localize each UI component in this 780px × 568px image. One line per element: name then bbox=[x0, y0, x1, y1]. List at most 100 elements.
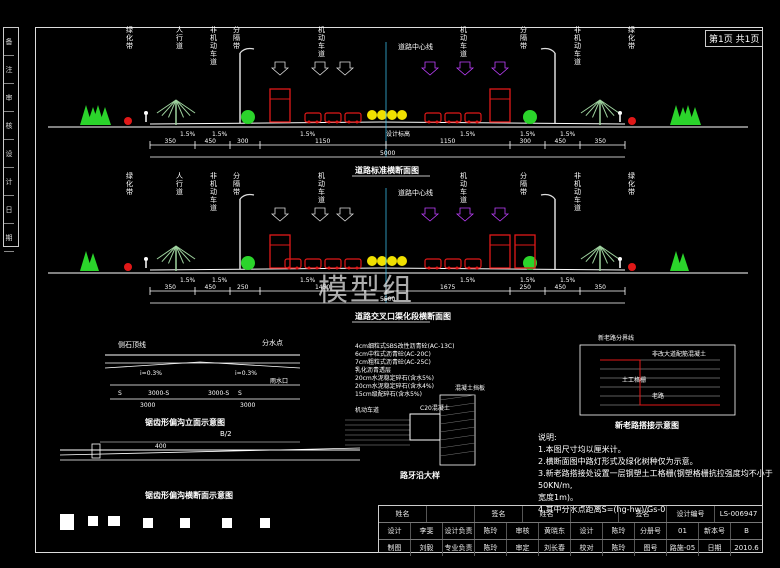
dimension-label: 350 bbox=[165, 138, 177, 145]
detail-label: 机动车道 bbox=[355, 406, 379, 414]
palm-tree bbox=[580, 99, 620, 125]
mask-block bbox=[88, 516, 98, 526]
section-label: 非 bbox=[574, 25, 581, 34]
section-label: 非 bbox=[210, 25, 217, 34]
road-surface-left bbox=[149, 121, 381, 125]
section-label: 车 bbox=[574, 195, 581, 204]
slope-label: 1.5% bbox=[460, 277, 476, 284]
palm-frond bbox=[156, 245, 177, 260]
palm-frond bbox=[168, 245, 177, 264]
hatch bbox=[439, 426, 476, 433]
title-block-cell: LS-006947 bbox=[719, 510, 758, 518]
flower-shrub bbox=[628, 263, 636, 271]
flower-shrub bbox=[124, 263, 132, 271]
title-block-cell: 日期 bbox=[699, 540, 731, 556]
section-label: 隔 bbox=[233, 179, 240, 188]
car-wheel bbox=[475, 120, 479, 124]
detail-label: i=0.3% bbox=[140, 370, 162, 377]
section-label: 绿 bbox=[126, 25, 133, 34]
title-block-cell: 路施-05 bbox=[667, 540, 699, 556]
section-label: 车 bbox=[210, 195, 217, 204]
section-label: 化 bbox=[126, 33, 133, 42]
car-wheel bbox=[347, 120, 351, 124]
detail-title: 锯齿形偏沟横断面示意图 bbox=[145, 490, 233, 500]
car-wheel bbox=[307, 266, 311, 270]
lane-arrow bbox=[335, 207, 355, 222]
title-block-cell: 新本号 bbox=[699, 523, 731, 539]
strip-cell: 审 bbox=[4, 84, 14, 112]
car-wheel bbox=[355, 120, 359, 124]
hatch bbox=[439, 394, 476, 401]
geogrid-line bbox=[600, 359, 720, 406]
title-block-cell: 姓名 bbox=[523, 506, 571, 522]
notes-list: 1.本图尺寸均以厘米计。2.横断面图中路灯形式及绿化树种仅为示意。3.新老路搭接… bbox=[538, 444, 780, 516]
mask-block bbox=[180, 518, 190, 528]
section-label: 车 bbox=[574, 49, 581, 58]
total-dimension-label: 5000 bbox=[380, 150, 395, 157]
pavement-layer-label: 乳化沥青透层 bbox=[355, 366, 391, 374]
title-block-cell: 黄晓东 bbox=[539, 523, 571, 539]
section-label: 绿 bbox=[126, 171, 133, 180]
hatch bbox=[439, 402, 476, 409]
car-wheel bbox=[315, 266, 319, 270]
detail-label: 老路 bbox=[652, 392, 664, 400]
slope-label: 1.5% bbox=[300, 277, 316, 284]
section-label: 带 bbox=[233, 188, 240, 196]
tree-crown bbox=[677, 253, 689, 271]
slope-label: 1.5% bbox=[212, 277, 228, 284]
car-wheel bbox=[447, 266, 451, 270]
car-wheel bbox=[295, 266, 299, 270]
title-block-cell: 制图 bbox=[379, 540, 411, 556]
section-label: 车 bbox=[318, 41, 325, 50]
dimension-label: 1450 bbox=[315, 284, 330, 291]
bus-icon bbox=[269, 88, 291, 123]
lane-arrow bbox=[420, 207, 440, 222]
tree bbox=[682, 105, 701, 125]
car-wheel bbox=[455, 266, 459, 270]
detail-label: 雨水口 bbox=[270, 377, 288, 385]
bus-icon bbox=[489, 234, 511, 269]
section-label: 道 bbox=[176, 41, 183, 50]
pavement-layer-label: 20cm水泥稳定碎石(含水4%) bbox=[355, 382, 434, 390]
section-label: 分 bbox=[233, 25, 240, 34]
section-label: 带 bbox=[520, 42, 527, 50]
lamp-arm bbox=[540, 47, 556, 54]
palm-frond bbox=[599, 99, 608, 118]
car-wheel bbox=[327, 266, 331, 270]
dimension-label: 350 bbox=[165, 284, 177, 291]
pavement-layer-label: 4cm细粒式SBS改性沥青砼(AC-13C) bbox=[355, 342, 454, 350]
title-block-cell: 分册号 bbox=[635, 523, 667, 539]
section-label: 化 bbox=[126, 179, 133, 188]
section-label: 道 bbox=[176, 187, 183, 196]
car-wheel bbox=[287, 266, 291, 270]
dimension-label: S bbox=[118, 390, 122, 397]
tree-crown bbox=[689, 107, 701, 125]
section-label: 带 bbox=[628, 42, 635, 50]
palm-frond bbox=[175, 245, 184, 264]
dimension-label: 400 bbox=[155, 443, 167, 450]
center-median-plant bbox=[387, 110, 397, 120]
palm-tree bbox=[580, 245, 620, 271]
pavement-layer-label: 6cm中粒式沥青砼(AC-20C) bbox=[355, 350, 431, 358]
dimension-label: 300 bbox=[237, 138, 249, 145]
watermark: 模型组 bbox=[318, 273, 414, 308]
detail-label: 土工格栅 bbox=[622, 376, 646, 384]
tree bbox=[80, 251, 99, 271]
car-wheel bbox=[427, 120, 431, 124]
bus-icon bbox=[514, 234, 536, 269]
title-block-cell: 2010.6 bbox=[734, 544, 759, 552]
car-icon bbox=[324, 258, 342, 269]
notes-heading: 说明: bbox=[538, 433, 557, 442]
centerline-label: 道路中心线 bbox=[398, 188, 433, 197]
dimension-label: 350 bbox=[595, 138, 607, 145]
center-median-plant bbox=[377, 110, 387, 120]
title-block-cell: 刘毅 bbox=[411, 540, 443, 556]
section-label: 机 bbox=[318, 171, 325, 180]
title-block-cell: 刘长春 bbox=[539, 540, 571, 556]
road-surface-right bbox=[379, 121, 626, 125]
dimension-label: 3000 bbox=[240, 402, 255, 409]
title-block-cell: 设计编号 bbox=[667, 506, 715, 522]
